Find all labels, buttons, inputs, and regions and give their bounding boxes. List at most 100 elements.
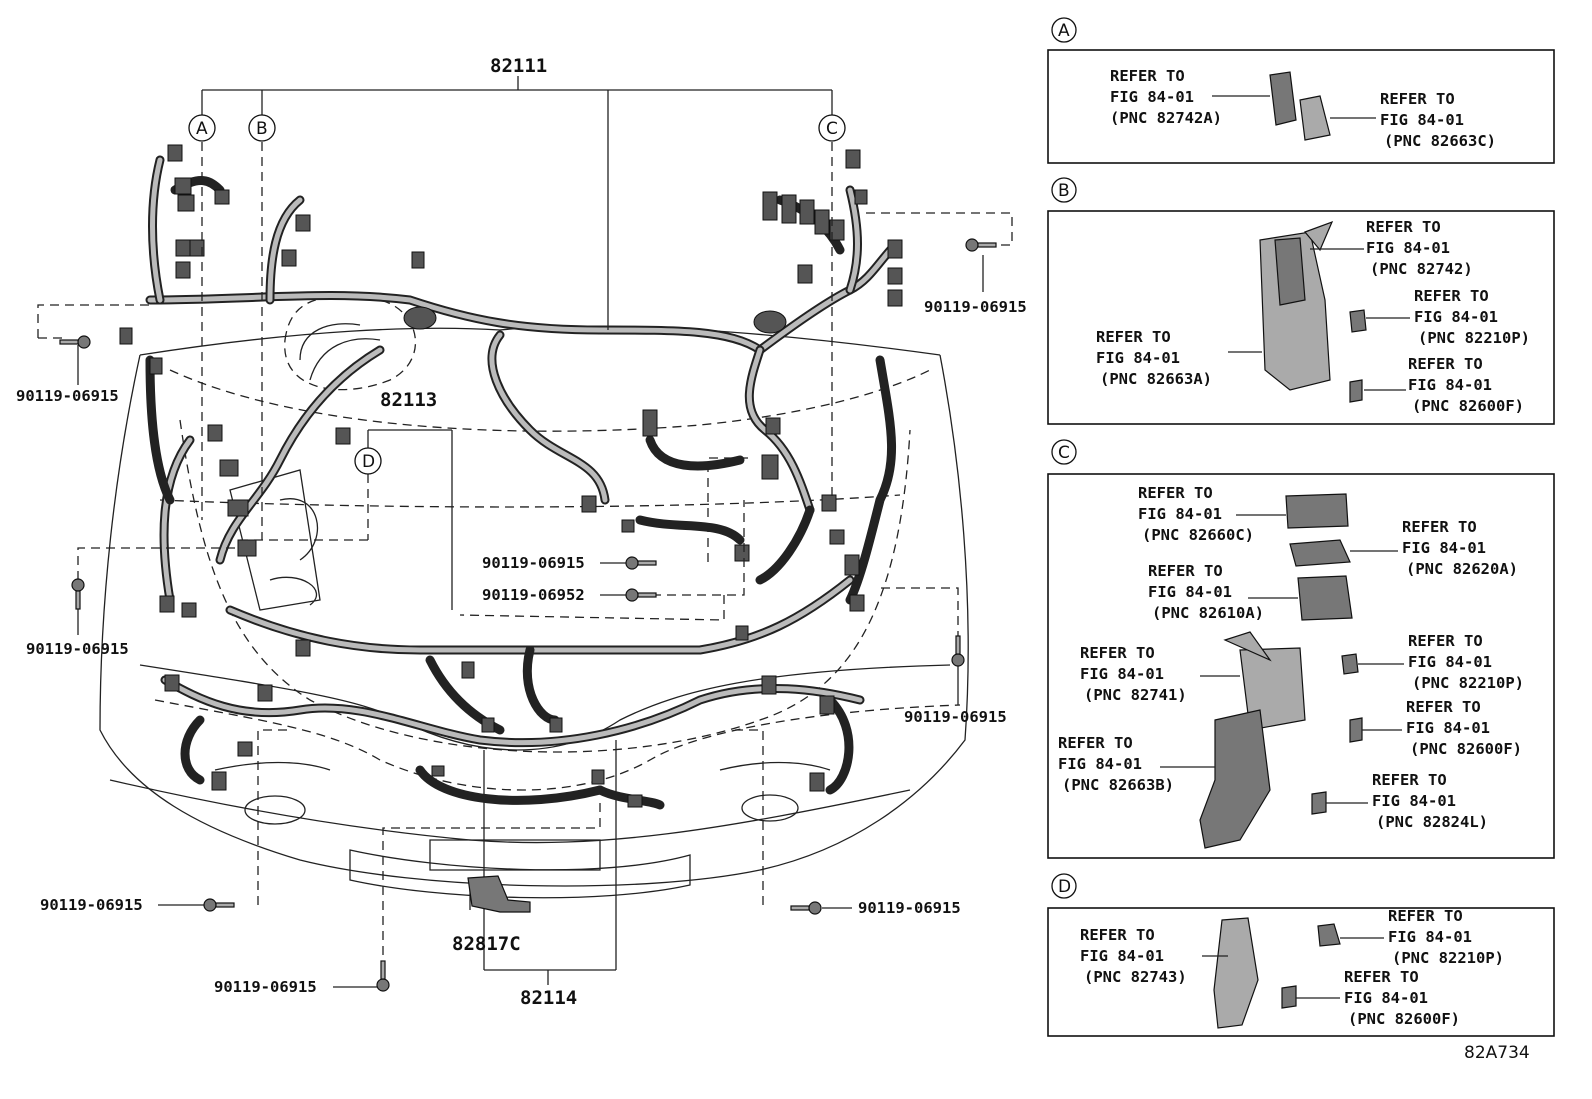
svg-text:FIG 84-01: FIG 84-01 xyxy=(1408,653,1492,671)
svg-text:(PNC 82663B): (PNC 82663B) xyxy=(1062,776,1174,794)
svg-text:REFER TO: REFER TO xyxy=(1380,90,1455,108)
svg-text:B: B xyxy=(256,119,268,139)
svg-text:C: C xyxy=(826,119,838,139)
svg-text:(PNC 82210P): (PNC 82210P) xyxy=(1418,329,1530,347)
svg-text:FIG 84-01: FIG 84-01 xyxy=(1372,792,1456,810)
vehicle-body-outline xyxy=(99,295,969,899)
svg-text:FIG 84-01: FIG 84-01 xyxy=(1408,376,1492,394)
callout-c: C xyxy=(818,114,846,142)
leader-lines xyxy=(37,76,1013,988)
callout-d: D xyxy=(354,447,382,475)
svg-text:REFER TO: REFER TO xyxy=(1138,484,1213,502)
panel-c-ref-8: REFER TO FIG 84-01 (PNC 82824L) xyxy=(1372,771,1488,831)
svg-text:FIG 84-01: FIG 84-01 xyxy=(1096,349,1180,367)
panel-d-ref-1: REFER TO FIG 84-01 (PNC 82743) xyxy=(1080,926,1187,986)
bolt-icon xyxy=(376,960,390,992)
bolt-label-bottom-center: 90119-06915 xyxy=(214,978,317,996)
panel-b-ref-3: REFER TO FIG 84-01 (PNC 82663A) xyxy=(1096,328,1212,388)
svg-text:(PNC 82610A): (PNC 82610A) xyxy=(1152,604,1264,622)
harness-82111-label: 82111 xyxy=(490,55,547,77)
svg-text:(PNC 82600F): (PNC 82600F) xyxy=(1348,1010,1460,1028)
panel-c-ref-2: REFER TO FIG 84-01 (PNC 82620A) xyxy=(1402,518,1518,578)
svg-text:FIG 84-01: FIG 84-01 xyxy=(1406,719,1490,737)
svg-text:(PNC 82663A): (PNC 82663A) xyxy=(1100,370,1212,388)
detail-panel-b: B REFER TO FIG 84-01 (PNC 82742) REFER T… xyxy=(1047,177,1555,425)
bolt-label-bottom-right: 90119-06915 xyxy=(858,899,961,917)
bolt-label-center-upper: 90119-06915 xyxy=(482,554,585,572)
svg-text:REFER TO: REFER TO xyxy=(1110,67,1185,85)
bolt-icon xyxy=(790,901,822,915)
svg-text:REFER TO: REFER TO xyxy=(1148,562,1223,580)
bolt-label-right-middle: 90119-06915 xyxy=(904,708,1007,726)
svg-text:REFER TO: REFER TO xyxy=(1408,632,1483,650)
svg-text:FIG 84-01: FIG 84-01 xyxy=(1080,665,1164,683)
svg-text:FIG 84-01: FIG 84-01 xyxy=(1414,308,1498,326)
bolt-icons xyxy=(59,238,997,992)
harness-82113-label: 82113 xyxy=(380,389,437,411)
svg-text:REFER TO: REFER TO xyxy=(1366,218,1441,236)
figure-code: 82A734 xyxy=(1464,1043,1530,1063)
bolt-icon xyxy=(625,556,657,570)
detail-panel-c: C REFER TO FIG 84-01 (PNC 82660C) REFER … xyxy=(1047,439,1555,859)
panel-a-ref-2: REFER TO FIG 84-01 (PNC 82663C) xyxy=(1380,90,1496,150)
detail-panel-d: D REFER TO FIG 84-01 (PNC 82743) REFER T… xyxy=(1047,873,1555,1037)
bolt-label-left-upper: 90119-06915 xyxy=(16,387,119,405)
svg-text:FIG 84-01: FIG 84-01 xyxy=(1388,928,1472,946)
harness-connectors xyxy=(119,144,903,808)
svg-text:(PNC 82743): (PNC 82743) xyxy=(1084,968,1187,986)
panel-c-ref-5: REFER TO FIG 84-01 (PNC 82210P) xyxy=(1408,632,1524,692)
svg-text:FIG 84-01: FIG 84-01 xyxy=(1402,539,1486,557)
bolt-icon xyxy=(71,578,85,610)
svg-text:(PNC 82600F): (PNC 82600F) xyxy=(1412,397,1524,415)
bolt-icon xyxy=(965,238,997,252)
svg-text:(PNC 82824L): (PNC 82824L) xyxy=(1376,813,1488,831)
bolt-icon xyxy=(625,588,657,602)
panel-d-ref-2: REFER TO FIG 84-01 (PNC 82210P) xyxy=(1388,907,1504,967)
svg-text:(PNC 82620A): (PNC 82620A) xyxy=(1406,560,1518,578)
panel-a-ref-1: REFER TO FIG 84-01 (PNC 82742A) xyxy=(1110,67,1222,127)
detail-panel-a: A REFER TO FIG 84-01 (PNC 82742A) REFER … xyxy=(1047,17,1555,164)
panel-a-letter: A xyxy=(1058,21,1070,41)
svg-text:(PNC 82663C): (PNC 82663C) xyxy=(1384,132,1496,150)
connector-82817c-label: 82817C xyxy=(452,933,521,955)
panel-d-ref-3: REFER TO FIG 84-01 (PNC 82600F) xyxy=(1344,968,1460,1028)
svg-text:FIG 84-01: FIG 84-01 xyxy=(1058,755,1142,773)
svg-text:FIG 84-01: FIG 84-01 xyxy=(1148,583,1232,601)
svg-text:FIG 84-01: FIG 84-01 xyxy=(1380,111,1464,129)
panel-c-letter: C xyxy=(1058,443,1070,463)
svg-text:A: A xyxy=(196,119,208,139)
harness-82114-label: 82114 xyxy=(520,987,577,1009)
svg-text:REFER TO: REFER TO xyxy=(1080,926,1155,944)
panel-c-ref-7: REFER TO FIG 84-01 (PNC 82663B) xyxy=(1058,734,1174,794)
panel-c-ref-1: REFER TO FIG 84-01 (PNC 82660C) xyxy=(1138,484,1254,544)
svg-text:REFER TO: REFER TO xyxy=(1080,644,1155,662)
svg-text:REFER TO: REFER TO xyxy=(1372,771,1447,789)
bolt-label-center-lower: 90119-06952 xyxy=(482,586,585,604)
svg-text:FIG 84-01: FIG 84-01 xyxy=(1344,989,1428,1007)
svg-text:REFER TO: REFER TO xyxy=(1414,287,1489,305)
callout-b: B xyxy=(248,114,276,142)
svg-text:FIG 84-01: FIG 84-01 xyxy=(1080,947,1164,965)
svg-text:REFER TO: REFER TO xyxy=(1058,734,1133,752)
svg-text:FIG 84-01: FIG 84-01 xyxy=(1110,88,1194,106)
svg-text:(PNC 82660C): (PNC 82660C) xyxy=(1142,526,1254,544)
panel-c-ref-4: REFER TO FIG 84-01 (PNC 82741) xyxy=(1080,644,1187,704)
svg-text:REFER TO: REFER TO xyxy=(1388,907,1463,925)
svg-text:(PNC 82210P): (PNC 82210P) xyxy=(1412,674,1524,692)
bolt-icon xyxy=(59,335,91,349)
panel-b-letter: B xyxy=(1058,181,1070,201)
svg-text:(PNC 82742A): (PNC 82742A) xyxy=(1110,109,1222,127)
panel-d-letter: D xyxy=(1058,877,1071,897)
panel-b-ref-2: REFER TO FIG 84-01 (PNC 82210P) xyxy=(1414,287,1530,347)
callout-a: A xyxy=(188,114,216,142)
svg-text:REFER TO: REFER TO xyxy=(1406,698,1481,716)
bolt-label-bottom-left: 90119-06915 xyxy=(40,896,143,914)
svg-text:REFER TO: REFER TO xyxy=(1408,355,1483,373)
svg-text:REFER TO: REFER TO xyxy=(1402,518,1477,536)
wire-harness xyxy=(145,155,900,810)
bolt-icon xyxy=(203,898,235,912)
svg-text:FIG 84-01: FIG 84-01 xyxy=(1138,505,1222,523)
svg-text:(PNC 82742): (PNC 82742) xyxy=(1370,260,1473,278)
panel-b-ref-4: REFER TO FIG 84-01 (PNC 82600F) xyxy=(1408,355,1524,415)
